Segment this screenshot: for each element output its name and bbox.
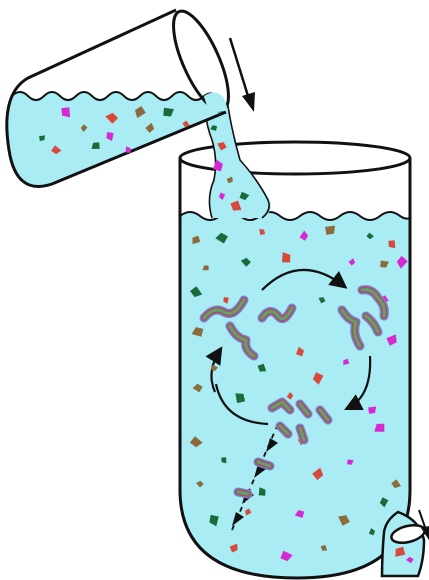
- flake-particle: [39, 135, 45, 141]
- wavy-strip: [238, 492, 248, 494]
- drain-tube: [382, 512, 426, 576]
- flake-particle: [368, 407, 376, 414]
- pour-direction-arrow: [230, 38, 255, 112]
- flake-particle: [325, 226, 335, 235]
- flake-particle: [61, 107, 70, 117]
